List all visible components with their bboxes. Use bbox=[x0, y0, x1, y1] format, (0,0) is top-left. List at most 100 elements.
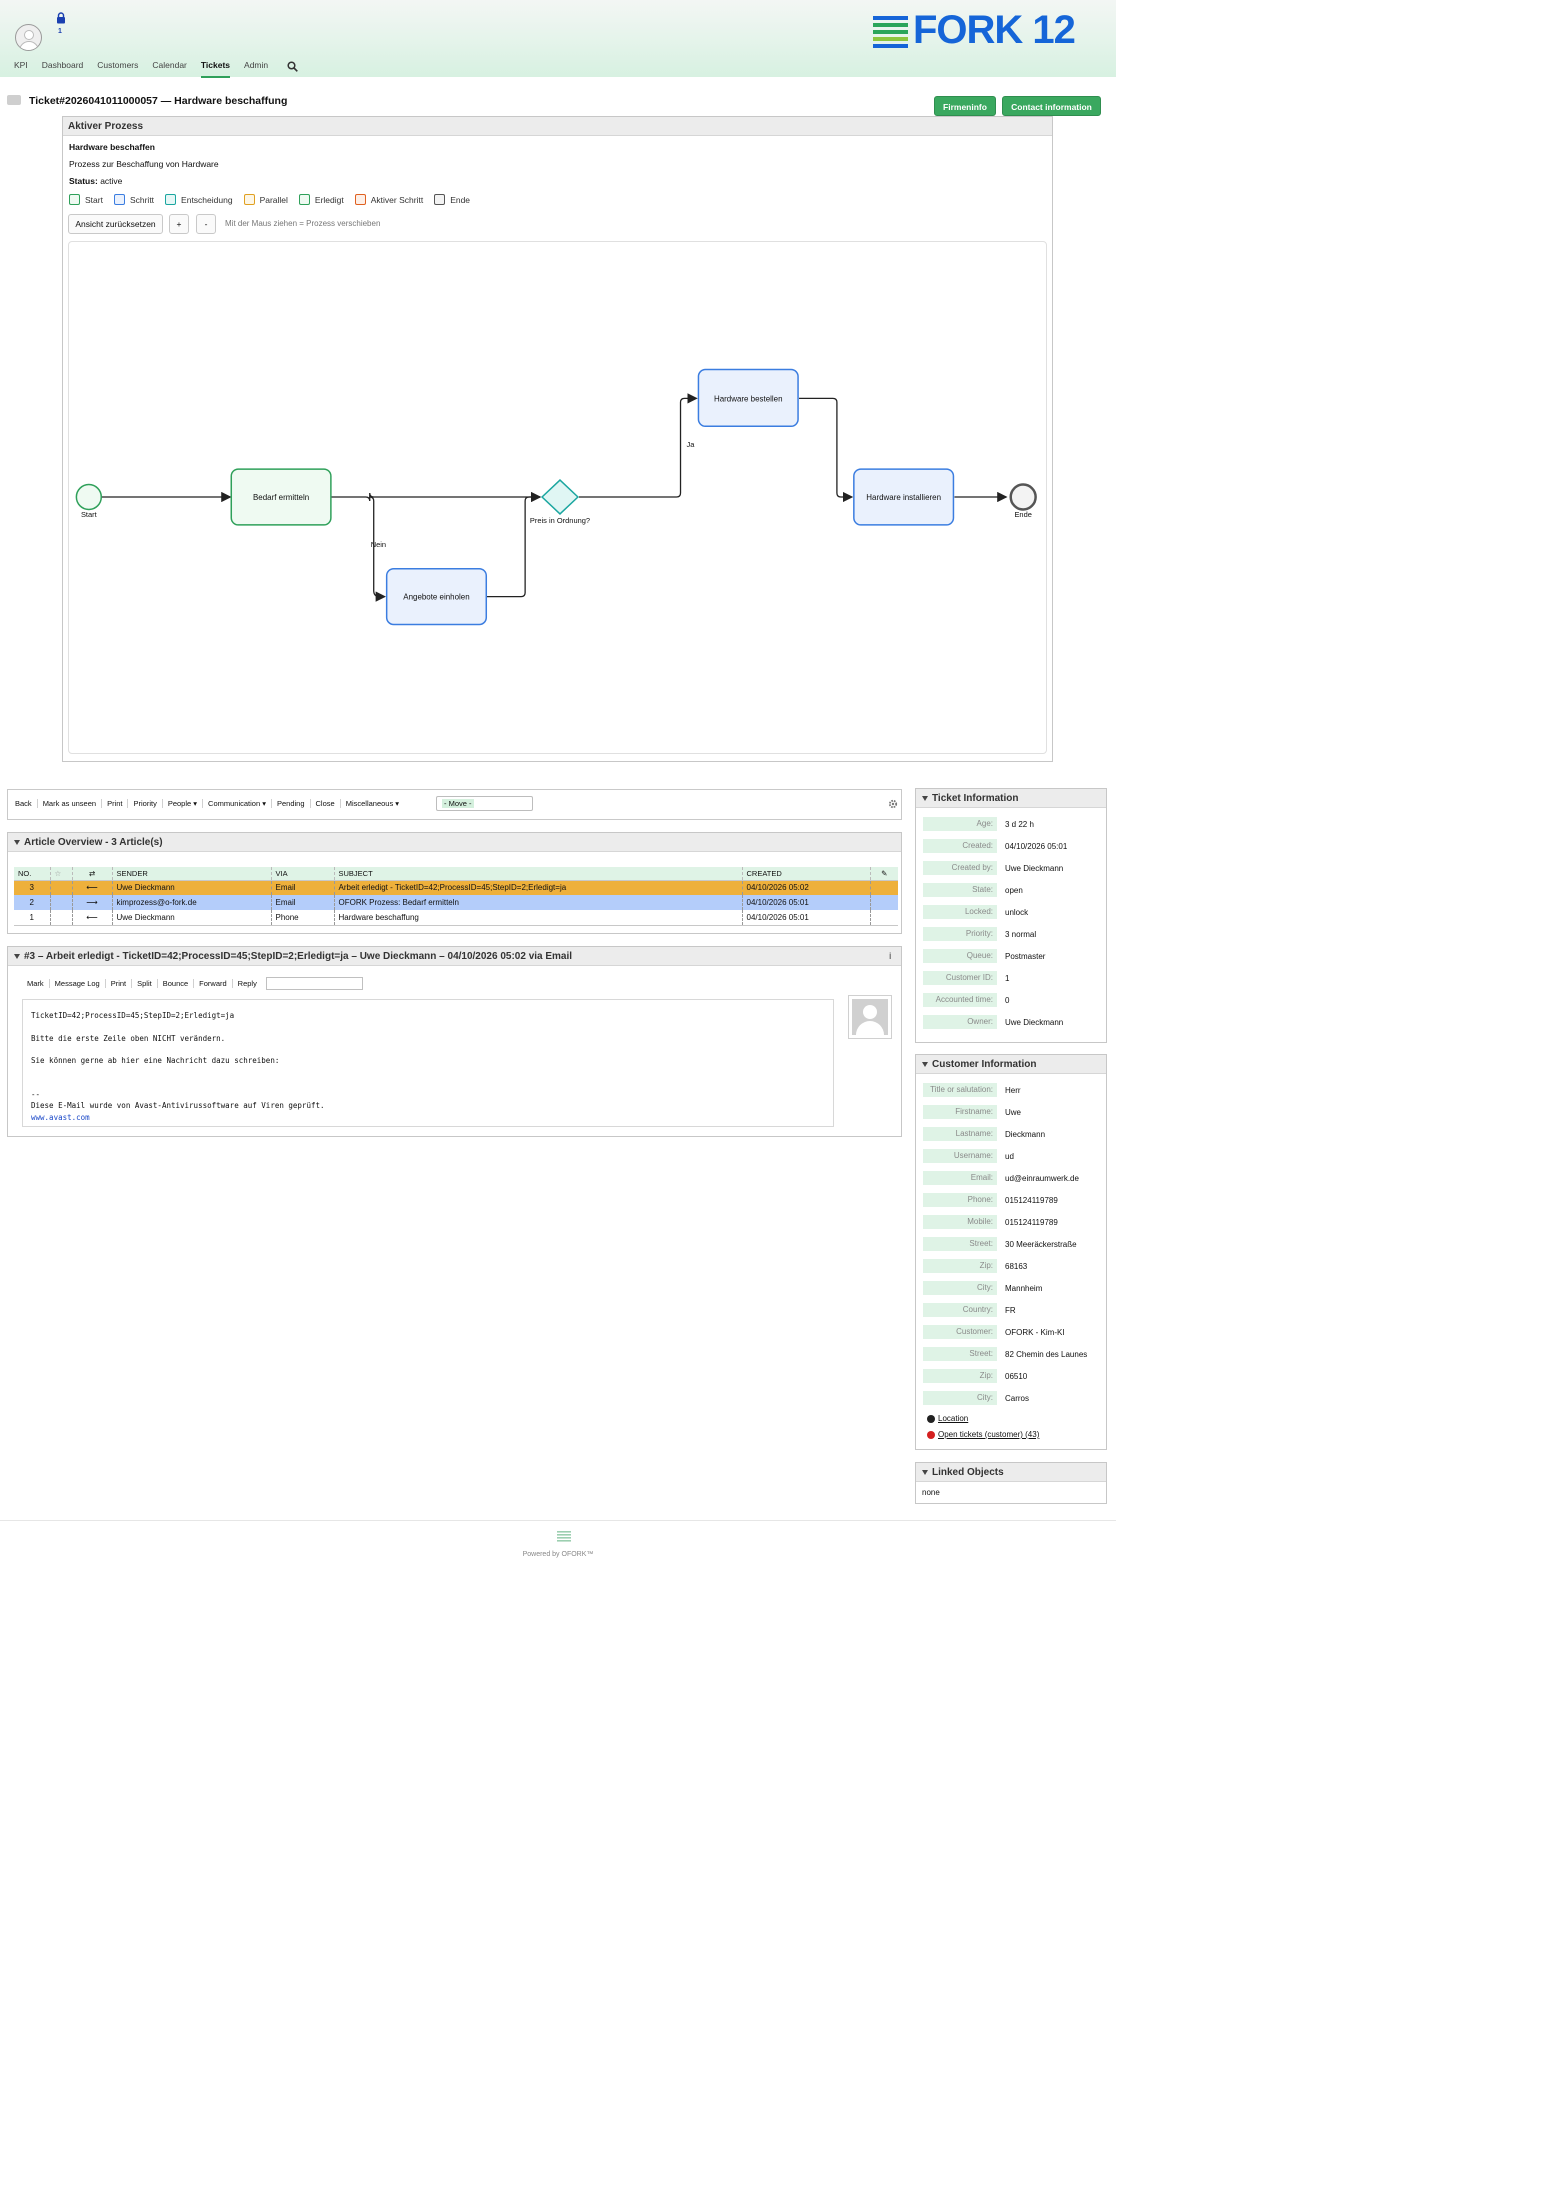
article-action-message-log[interactable]: Message Log bbox=[50, 979, 106, 988]
location-link[interactable]: Location bbox=[927, 1414, 969, 1423]
article-detail-header[interactable]: #3 – Arbeit erledigt - TicketID=42;Proce… bbox=[8, 947, 901, 966]
info-age-value: 3 d 22 h bbox=[1005, 819, 1034, 829]
row-via: Email bbox=[271, 895, 335, 910]
cust-company-label: Customer: bbox=[923, 1325, 997, 1339]
col-subject[interactable]: SUBJECT bbox=[334, 867, 743, 881]
process-diagram[interactable]: Start Bedarf ermitteln Angebote einholen… bbox=[68, 241, 1047, 754]
table-row[interactable]: 3 ⟵ Uwe Dieckmann Email Arbeit erledigt … bbox=[14, 880, 898, 895]
article-action-mark[interactable]: Mark bbox=[27, 979, 50, 988]
info-priority-label: Priority: bbox=[923, 927, 997, 941]
contact-information-button[interactable]: Contact information bbox=[1002, 96, 1101, 116]
node-bedarf-ermitteln[interactable]: Bedarf ermitteln bbox=[230, 468, 332, 526]
legend-aktiver-schritt-swatch bbox=[354, 194, 366, 205]
reply-select[interactable] bbox=[265, 977, 363, 990]
col-direction-icon[interactable]: ⇄ bbox=[72, 867, 113, 881]
article-action-bounce[interactable]: Bounce bbox=[158, 979, 195, 988]
info-created-by-label: Created by: bbox=[923, 861, 997, 875]
article-action-reply[interactable]: Reply bbox=[237, 979, 257, 988]
reset-view-button[interactable]: Ansicht zurücksetzen bbox=[68, 214, 163, 234]
ticket-information-header[interactable]: Ticket Information bbox=[916, 789, 1106, 808]
nav-customers[interactable]: Customers bbox=[97, 60, 139, 70]
cust-company-city-label: City: bbox=[923, 1391, 997, 1405]
move-queue-select[interactable]: - Move - bbox=[436, 796, 533, 811]
user-avatar[interactable] bbox=[15, 24, 42, 51]
end-node[interactable]: Ende bbox=[1009, 483, 1037, 519]
col-no[interactable]: NO. bbox=[14, 867, 51, 881]
customer-information-header[interactable]: Customer Information bbox=[916, 1055, 1106, 1074]
action-priority[interactable]: Priority bbox=[128, 799, 163, 808]
article-action-forward[interactable]: Forward bbox=[194, 979, 233, 988]
decision-node[interactable]: Preis in Ordnung? bbox=[530, 479, 590, 525]
linked-objects-header[interactable]: Linked Objects bbox=[916, 1463, 1106, 1482]
cust-email-value[interactable]: ud@einraumwerk.de bbox=[1005, 1173, 1079, 1183]
collapse-icon[interactable] bbox=[14, 954, 20, 959]
locked-tickets-count[interactable]: 1 bbox=[58, 28, 62, 35]
edge-bedarf-decision bbox=[330, 491, 542, 503]
firmeninfo-button[interactable]: Firmeninfo bbox=[934, 96, 996, 116]
article-action-split[interactable]: Split bbox=[132, 979, 158, 988]
col-star-icon[interactable]: ☆ bbox=[50, 867, 73, 881]
legend-aktiver-schritt-label: Aktiver Schritt bbox=[370, 194, 424, 205]
nav-admin[interactable]: Admin bbox=[244, 60, 269, 70]
cust-phone-value: 015124119789 bbox=[1005, 1195, 1058, 1205]
action-miscellaneous[interactable]: Miscellaneous ▾ bbox=[345, 799, 400, 808]
action-print[interactable]: Print bbox=[102, 799, 129, 808]
action-mark-unseen[interactable]: Mark as unseen bbox=[38, 799, 103, 808]
info-icon[interactable]: i bbox=[889, 951, 892, 961]
search-icon[interactable] bbox=[287, 61, 298, 72]
node-angebote-einholen[interactable]: Angebote einholen bbox=[385, 567, 488, 626]
col-sender[interactable]: SENDER bbox=[112, 867, 272, 881]
footer-powered-by[interactable]: Powered by OFORK™ bbox=[522, 1551, 594, 1558]
col-created[interactable]: CREATED bbox=[742, 867, 871, 881]
gear-icon[interactable] bbox=[888, 799, 898, 809]
row-no: 2 bbox=[14, 895, 51, 910]
action-people[interactable]: People ▾ bbox=[163, 799, 204, 808]
start-node[interactable]: Start bbox=[75, 483, 103, 519]
table-row[interactable]: 2 ⟶ kimprozess@o-fork.de Email OFORK Pro… bbox=[14, 895, 898, 910]
collapse-icon[interactable] bbox=[922, 1470, 928, 1475]
col-via[interactable]: VIA bbox=[271, 867, 335, 881]
outgoing-arrow-icon: ⟶ bbox=[72, 895, 113, 910]
process-widget: Aktiver Prozess Hardware beschaffen Proz… bbox=[62, 116, 1053, 762]
action-back[interactable]: Back bbox=[15, 799, 38, 808]
collapse-icon[interactable] bbox=[922, 1062, 928, 1067]
row-star[interactable] bbox=[50, 910, 73, 926]
info-state-value: open bbox=[1005, 885, 1023, 895]
nav-tickets[interactable]: Tickets bbox=[200, 60, 231, 78]
article-overview-header[interactable]: Article Overview - 3 Article(s) bbox=[8, 833, 901, 852]
nav-kpi[interactable]: KPI bbox=[14, 60, 28, 70]
cust-street: Street:30 Meeräckerstraße bbox=[923, 1237, 1077, 1251]
node-hardware-bestellen[interactable]: Hardware bestellen bbox=[697, 368, 799, 428]
row-no: 3 bbox=[14, 880, 51, 895]
col-attachment-icon[interactable]: ✎ bbox=[870, 867, 898, 881]
nav-calendar[interactable]: Calendar bbox=[152, 60, 187, 70]
location-link-text[interactable]: Location bbox=[938, 1414, 969, 1423]
open-tickets-link[interactable]: Open tickets (customer) (43) bbox=[927, 1430, 1040, 1439]
avast-link[interactable]: www.avast.com bbox=[31, 1112, 90, 1122]
action-close[interactable]: Close bbox=[311, 799, 341, 808]
lock-icon[interactable] bbox=[56, 12, 66, 24]
node-hardware-installieren[interactable]: Hardware installieren bbox=[853, 468, 955, 526]
legend-erledigt-swatch bbox=[298, 194, 310, 205]
article-action-print[interactable]: Print bbox=[106, 979, 133, 988]
row-star[interactable] bbox=[50, 895, 73, 910]
open-tickets-link-text[interactable]: Open tickets (customer) (43) bbox=[938, 1430, 1040, 1439]
edge-label-ja: Ja bbox=[686, 440, 695, 449]
nav-dashboard[interactable]: Dashboard bbox=[41, 60, 84, 70]
action-pending[interactable]: Pending bbox=[272, 799, 311, 808]
collapse-icon[interactable] bbox=[14, 840, 20, 845]
legend-parallel: Parallel bbox=[243, 194, 288, 205]
action-communication[interactable]: Communication ▾ bbox=[203, 799, 272, 808]
cust-title-value: Herr bbox=[1005, 1085, 1021, 1095]
table-row[interactable]: 1 ⟵ Uwe Dieckmann Phone Hardware beschaf… bbox=[14, 910, 898, 926]
collapse-icon[interactable] bbox=[922, 796, 928, 801]
info-owner-label: Owner: bbox=[923, 1015, 997, 1029]
cust-zip-value: 68163 bbox=[1005, 1261, 1028, 1271]
legend-schritt: Schritt bbox=[113, 194, 155, 205]
info-queue-value: Postmaster bbox=[1005, 951, 1046, 961]
zoom-out-button[interactable]: - bbox=[196, 214, 216, 234]
row-star[interactable] bbox=[50, 880, 73, 895]
legend-schritt-label: Schritt bbox=[129, 194, 155, 205]
zoom-in-button[interactable]: + bbox=[169, 214, 189, 234]
row-via: Email bbox=[271, 880, 335, 895]
